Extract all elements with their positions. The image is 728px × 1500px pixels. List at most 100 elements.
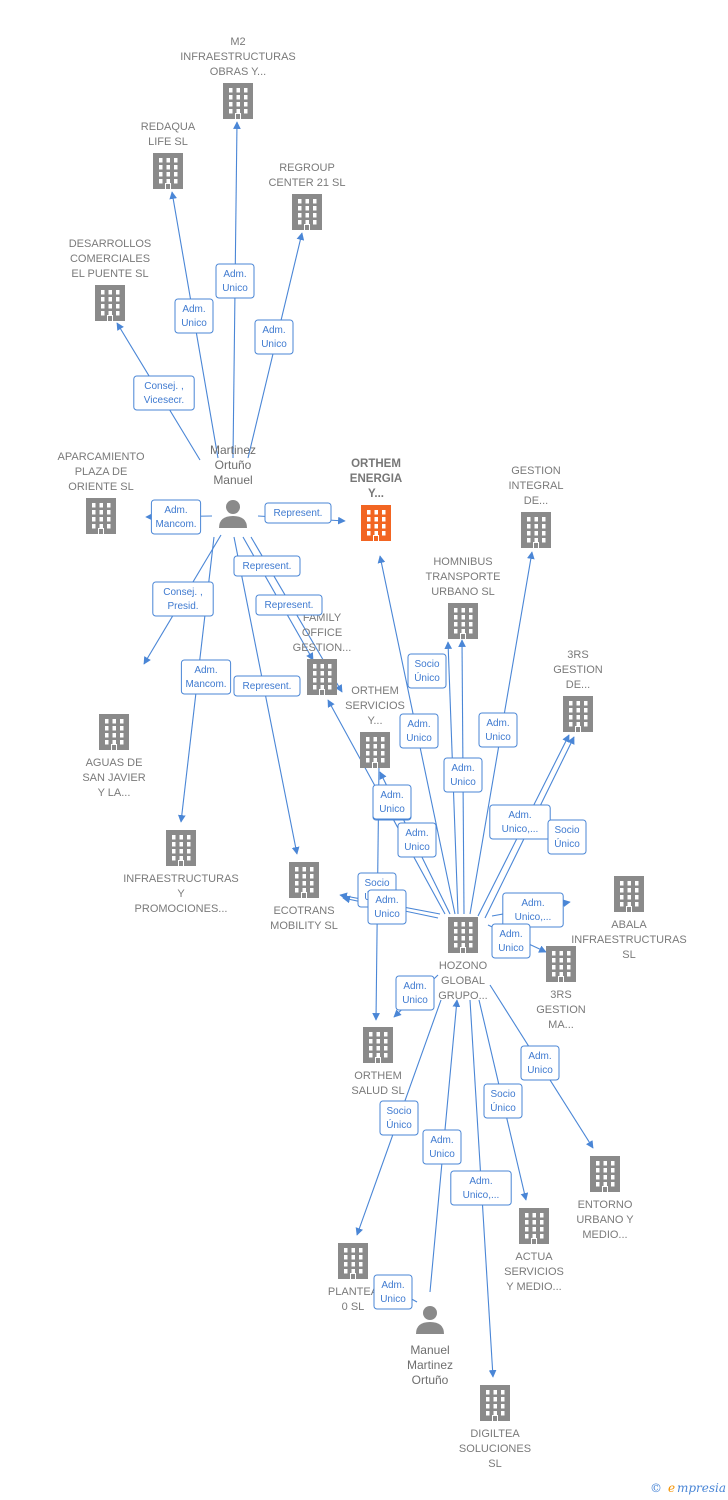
relation-tag-text: Adm.Unico [527,1051,553,1076]
node-label-line: AGUAS DE [86,757,143,769]
node-hozono[interactable]: HOZONO GLOBAL GRUPO... [438,917,488,1002]
node-label-line: HOMNIBUS [433,556,492,568]
node-label-line: Y... [367,715,382,727]
node-entorno[interactable]: ENTORNO URBANO Y MEDIO... [576,1156,634,1241]
node-label-line: ECOTRANS [273,905,334,917]
node-label-line: Y... [368,488,384,500]
node-label-line: HOZONO [439,960,488,972]
relation-tag-text: Represent. [243,681,292,692]
relation-tag-text: Adm.Unico [379,790,405,815]
node-label-line: URBANO SL [431,586,495,598]
relation-tag: Adm.Unico,... [489,804,551,840]
relation-tag-text: Adm.Mancom. [155,505,196,530]
building-icon [363,1027,393,1063]
node-label-line: OFFICE [302,627,342,639]
building-icon [448,917,478,953]
relation-tag-text: Adm.Mancom. [185,665,226,690]
node-label-line: INTEGRAL [508,480,563,492]
copyright-symbol: © [650,1481,662,1495]
building-icon [563,696,593,732]
node-label-line: PLAZA DE [75,466,128,478]
node-label-line: GESTION [536,1004,586,1016]
node-label-line: LIFE SL [148,136,188,148]
node-label-line: APARCAMIENTO [58,451,145,463]
relation-tag: Adm.Unico [397,822,437,858]
relation-tag: Adm.Mancom. [150,499,202,535]
relation-tag: Adm.Unico [372,784,412,820]
node-label-line: SL [622,949,635,961]
relation-tag-text: Consej. ,Presid. [163,587,202,612]
relation-tag: Adm.Unico [174,298,214,334]
node-label-line: Y LA... [98,787,131,799]
node-label-line: 3RS [550,989,571,1001]
node-label-line: SL [488,1458,501,1470]
relation-tag: Represent. [255,594,323,616]
building-icon [292,194,322,230]
node-label-line: Y MEDIO... [506,1281,561,1293]
relation-tag: Adm.Unico [254,319,294,355]
relation-tag: Represent. [264,502,332,524]
node-label-line: GESTION... [293,642,352,654]
node-label: HOMNIBUS TRANSPORTE URBANO SL [426,556,501,598]
building-icon [99,714,129,750]
relation-tag: Consej. ,Presid. [152,581,214,617]
building-icon [546,946,576,982]
node-label-line: Manuel [213,473,252,487]
empresia-logo: © e mpresia [650,1481,726,1495]
node-label-line: OBRAS Y... [210,66,266,78]
node-label-line: ENTORNO [578,1199,633,1211]
node-label-line: TRANSPORTE [426,571,501,583]
node-label-line: GESTION [511,465,561,477]
node-label-line: MOBILITY SL [270,920,338,932]
node-label-line: SERVICIOS [504,1266,564,1278]
node-label-line: M2 [230,36,245,48]
relation-tag-text: Adm.Unico [485,718,511,743]
building-icon [95,285,125,321]
node-label: ENTORNO URBANO Y MEDIO... [576,1199,634,1241]
node-label-line: GRUPO... [438,990,488,1002]
node-homnibus[interactable]: HOMNIBUS TRANSPORTE URBANO SL [426,556,501,639]
node-label-line: GLOBAL [441,975,485,987]
node-label-line: URBANO Y [576,1214,634,1226]
node-ecotrans[interactable]: ECOTRANS MOBILITY SL [270,862,338,932]
relation-tag-text: Adm.Unico,... [502,810,539,835]
node-label-line: MEDIO... [582,1229,627,1241]
building-icon [223,83,253,119]
relation-tag: Adm.Unico [422,1129,462,1165]
relation-tag: Adm.Unico [520,1045,560,1081]
relation-tag-text: Adm.Unico [429,1135,455,1160]
relation-tag-text: Adm.Unico [181,304,207,329]
relation-tag-text: Adm.Unico [222,269,248,294]
